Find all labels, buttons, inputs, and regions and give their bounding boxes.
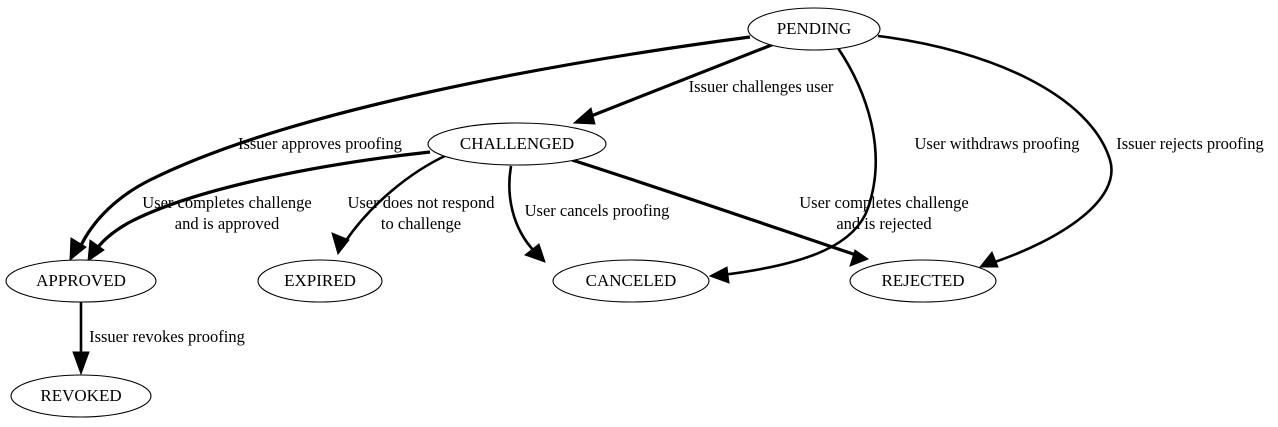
edge-approved-revoked: Issuer revokes proofing <box>72 302 245 376</box>
edge-label-challenged-rejected-line2: and is rejected <box>836 214 932 233</box>
edge-pending-canceled: User withdraws proofing <box>708 47 1080 284</box>
arrowhead-approved-revoked <box>72 351 90 376</box>
node-rejected[interactable]: REJECTED <box>849 259 997 303</box>
edge-path-pending-approved <box>76 35 751 253</box>
node-canceled-label: CANCELED <box>586 271 677 290</box>
edge-label-pending-canceled: User withdraws proofing <box>915 134 1080 153</box>
edge-label-challenged-approved-line2: and is approved <box>175 214 280 233</box>
node-expired-label: EXPIRED <box>284 271 356 290</box>
edge-challenged-expired: User does not respond to challenge <box>331 153 495 256</box>
arrowhead-pending-rejected <box>978 251 999 268</box>
edge-label-pending-challenged: Issuer challenges user <box>689 77 834 96</box>
arrowhead-challenged-expired <box>331 232 350 256</box>
edge-path-pending-challenged <box>585 42 775 120</box>
edge-challenged-rejected: User completes challenge and is rejected <box>571 158 969 267</box>
node-revoked[interactable]: REVOKED <box>10 374 152 418</box>
edge-label-challenged-rejected-line1: User completes challenge <box>799 193 969 212</box>
node-revoked-label: REVOKED <box>40 386 121 405</box>
node-pending[interactable]: PENDING <box>747 7 881 51</box>
arrowhead-challenged-canceled <box>523 243 546 263</box>
node-pending-label: PENDING <box>777 19 852 38</box>
edge-path-challenged-expired <box>343 153 448 243</box>
node-canceled[interactable]: CANCELED <box>552 259 710 303</box>
edge-label-challenged-canceled: User cancels proofing <box>525 201 670 220</box>
edge-pending-challenged: Issuer challenges user <box>572 42 834 125</box>
node-expired[interactable]: EXPIRED <box>257 259 383 303</box>
edge-label-pending-rejected: Issuer rejects proofing <box>1116 134 1264 153</box>
edge-challenged-canceled: User cancels proofing <box>508 165 670 263</box>
node-approved-label: APPROVED <box>36 271 126 290</box>
arrowhead-challenged-rejected <box>849 249 870 267</box>
node-pending-ellipse[interactable] <box>747 7 881 51</box>
edge-path-challenged-rejected <box>571 158 857 257</box>
edge-label-challenged-approved-line1: User completes challenge <box>142 193 312 212</box>
edge-path-challenged-canceled <box>508 165 536 253</box>
edge-challenged-approved: User completes challenge and is approved <box>87 150 431 263</box>
edge-label-challenged-expired-line1: User does not respond <box>347 193 495 212</box>
node-expired-ellipse[interactable] <box>257 259 383 303</box>
node-approved-ellipse[interactable] <box>5 259 157 303</box>
node-rejected-label: REJECTED <box>881 271 964 290</box>
edge-path-pending-canceled <box>721 47 877 277</box>
arrowhead-pending-challenged <box>572 107 596 125</box>
node-rejected-ellipse[interactable] <box>849 259 997 303</box>
arrowhead-challenged-approved <box>87 239 105 263</box>
edge-path-pending-rejected <box>877 34 1113 265</box>
edge-path-challenged-approved <box>92 150 431 254</box>
edge-label-pending-approved: Issuer approves proofing <box>238 134 402 153</box>
node-approved[interactable]: APPROVED <box>5 259 157 303</box>
node-revoked-ellipse[interactable] <box>10 374 152 418</box>
node-challenged[interactable]: CHALLENGED <box>427 122 607 166</box>
arrowhead-pending-canceled <box>708 266 730 284</box>
edge-pending-rejected: Issuer rejects proofing <box>877 34 1264 268</box>
node-challenged-label: CHALLENGED <box>460 134 574 153</box>
edge-label-challenged-expired-line2: to challenge <box>381 214 461 233</box>
node-canceled-ellipse[interactable] <box>552 259 710 303</box>
node-challenged-ellipse[interactable] <box>427 122 607 166</box>
edge-label-approved-revoked: Issuer revokes proofing <box>89 327 245 346</box>
edge-pending-approved: Issuer approves proofing <box>69 35 751 262</box>
arrowhead-pending-approved <box>69 237 87 262</box>
